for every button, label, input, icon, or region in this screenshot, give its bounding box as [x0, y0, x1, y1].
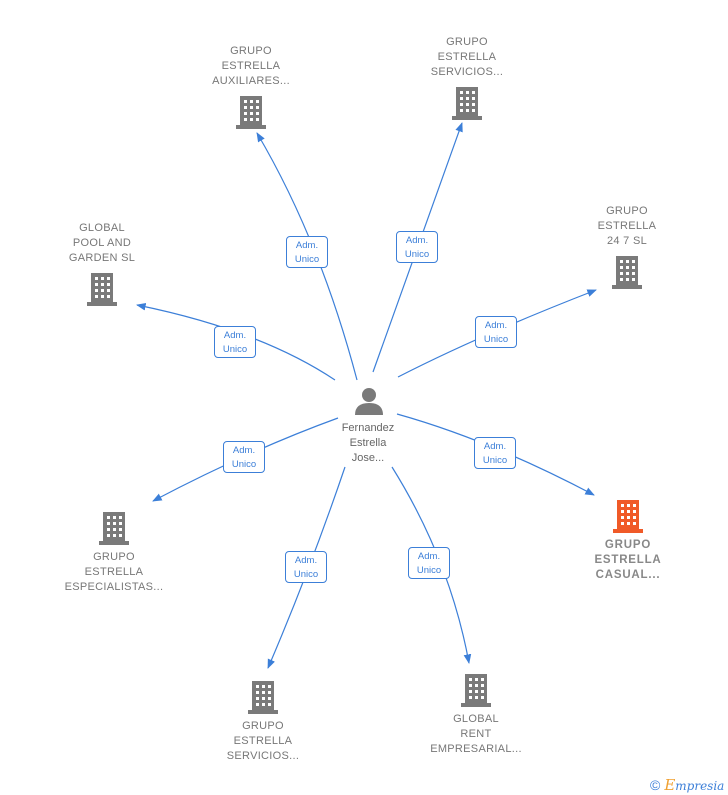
company-node-servicios-bottom[interactable]: GRUPO ESTRELLA SERVICIOS... — [214, 679, 312, 764]
building-icon — [461, 674, 491, 707]
building-icon — [87, 273, 117, 306]
company-node-servicios-top[interactable]: GRUPO ESTRELLA SERVICIOS... — [417, 35, 517, 121]
company-name: GLOBAL POOL AND GARDEN SL — [68, 222, 136, 264]
person-icon[interactable] — [353, 386, 385, 416]
building-icon — [236, 96, 266, 129]
building-icon — [99, 512, 129, 545]
copyright-icon: © — [650, 777, 661, 793]
relation-badge-casual[interactable]: Adm. Unico — [474, 437, 516, 469]
relation-badge-servicios-top[interactable]: Adm. Unico — [396, 231, 438, 263]
company-name: GRUPO ESTRELLA CASUAL... — [594, 539, 662, 581]
relation-badge-pool[interactable]: Adm. Unico — [214, 326, 256, 358]
company-node-especialistas[interactable]: GRUPO ESTRELLA ESPECIALISTAS... — [58, 510, 170, 595]
company-node-casual[interactable]: GRUPO ESTRELLA CASUAL... — [580, 498, 676, 583]
company-node-auxiliares[interactable]: GRUPO ESTRELLA AUXILIARES... — [199, 44, 303, 130]
company-node-rent[interactable]: GLOBAL RENT EMPRESARIAL... — [422, 672, 530, 757]
building-icon — [452, 87, 482, 120]
brand-initial: E — [664, 776, 676, 794]
company-node-247[interactable]: GRUPO ESTRELLA 24 7 SL — [580, 204, 674, 290]
relation-badge-247[interactable]: Adm. Unico — [475, 316, 517, 348]
company-name: GRUPO ESTRELLA SERVICIOS... — [430, 36, 504, 78]
relation-badge-servicios-bottom[interactable]: Adm. Unico — [285, 551, 327, 583]
footer-brand: © Empresia — [650, 776, 724, 794]
company-name: GRUPO ESTRELLA 24 7 SL — [597, 205, 657, 247]
building-icon — [248, 681, 278, 714]
relation-badge-rent[interactable]: Adm. Unico — [408, 547, 450, 579]
company-name: GRUPO ESTRELLA ESPECIALISTAS... — [64, 551, 164, 593]
building-icon — [613, 500, 643, 533]
company-name: GRUPO ESTRELLA SERVICIOS... — [226, 720, 300, 762]
relation-badge-auxiliares[interactable]: Adm. Unico — [286, 236, 328, 268]
company-name: GRUPO ESTRELLA AUXILIARES... — [212, 45, 290, 87]
company-node-pool[interactable]: GLOBAL POOL AND GARDEN SL — [54, 221, 150, 307]
person-name[interactable]: Fernandez Estrella Jose... — [341, 422, 395, 464]
relation-badge-especialistas[interactable]: Adm. Unico — [223, 441, 265, 473]
company-name: GLOBAL RENT EMPRESARIAL... — [430, 713, 522, 755]
brand-logo[interactable]: Empresia — [664, 776, 724, 794]
brand-rest: mpresia — [675, 779, 725, 793]
building-icon — [612, 256, 642, 289]
